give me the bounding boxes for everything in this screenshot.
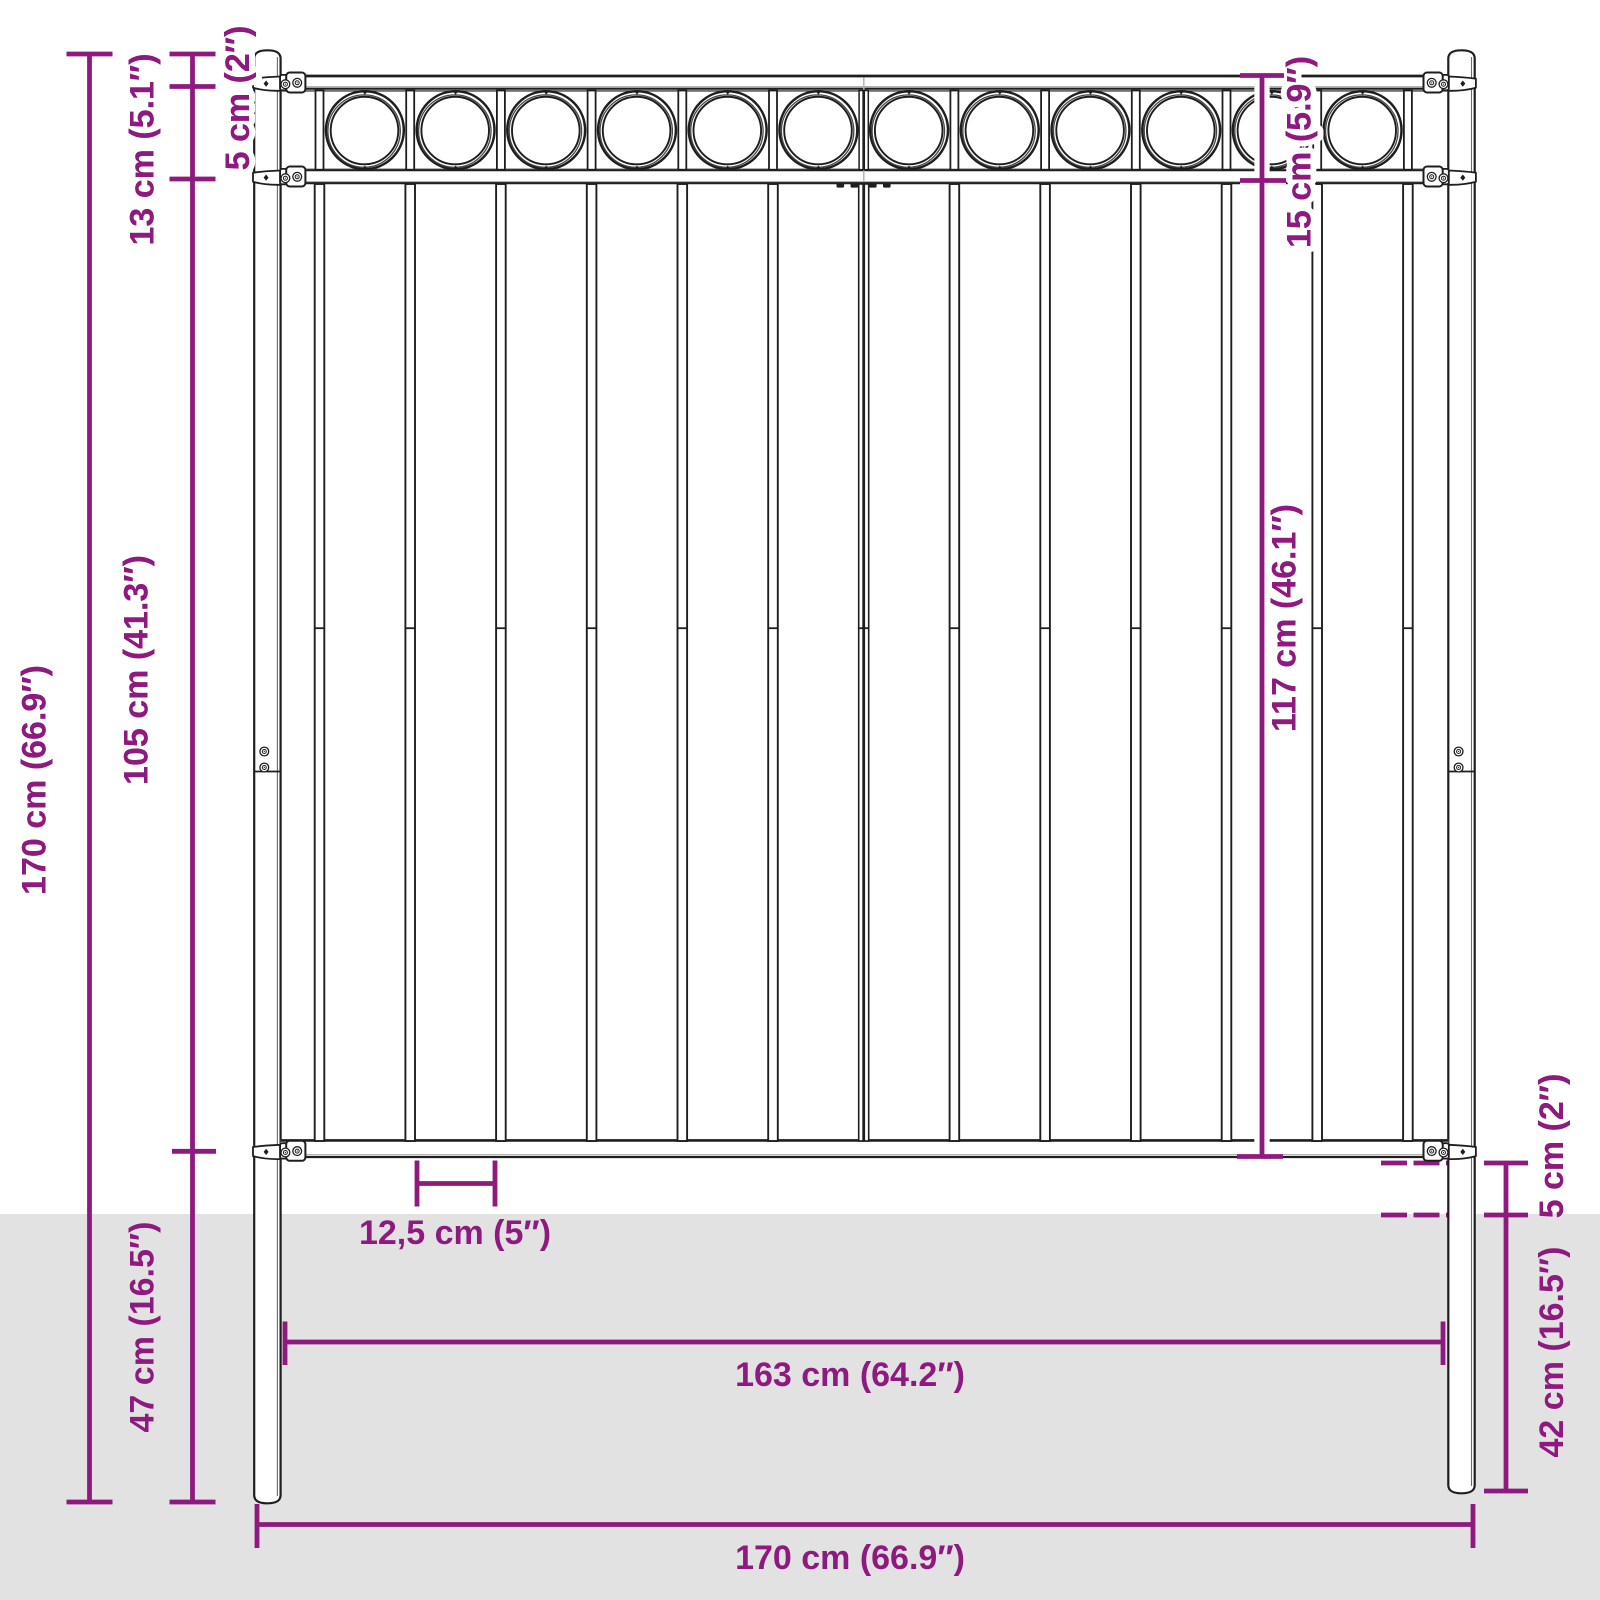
svg-text:13 cm (5.1″): 13 cm (5.1″) bbox=[124, 53, 162, 245]
svg-text:117 cm (46.1″): 117 cm (46.1″) bbox=[1266, 504, 1304, 732]
svg-text:15 cm (5.9″): 15 cm (5.9″) bbox=[1281, 56, 1319, 248]
svg-text:42 cm (16.5″): 42 cm (16.5″) bbox=[1533, 1247, 1571, 1458]
svg-text:5 cm (2″): 5 cm (2″) bbox=[1533, 1074, 1571, 1219]
svg-text:12,5 cm (5″): 12,5 cm (5″) bbox=[359, 1214, 551, 1252]
svg-text:13 cm (5.1″): 13 cm (5.1″) bbox=[124, 53, 162, 245]
svg-text:170 cm (66.9″): 170 cm (66.9″) bbox=[16, 665, 54, 895]
svg-text:163 cm (64.2″): 163 cm (64.2″) bbox=[735, 1356, 965, 1394]
svg-text:5 cm (2″): 5 cm (2″) bbox=[219, 26, 257, 171]
svg-text:170 cm (66.9″): 170 cm (66.9″) bbox=[16, 665, 54, 895]
svg-text:15 cm (5.9″): 15 cm (5.9″) bbox=[1281, 56, 1319, 248]
svg-text:5 cm (2″): 5 cm (2″) bbox=[1533, 1074, 1571, 1219]
svg-text:170 cm (66.9″): 170 cm (66.9″) bbox=[735, 1539, 965, 1577]
svg-text:47 cm (16.5″): 47 cm (16.5″) bbox=[124, 1222, 162, 1433]
svg-text:117 cm (46.1″): 117 cm (46.1″) bbox=[1266, 504, 1304, 732]
svg-text:105 cm (41.3″): 105 cm (41.3″) bbox=[118, 555, 156, 785]
svg-text:105 cm (41.3″): 105 cm (41.3″) bbox=[118, 555, 156, 785]
svg-text:5 cm (2″): 5 cm (2″) bbox=[219, 26, 257, 171]
